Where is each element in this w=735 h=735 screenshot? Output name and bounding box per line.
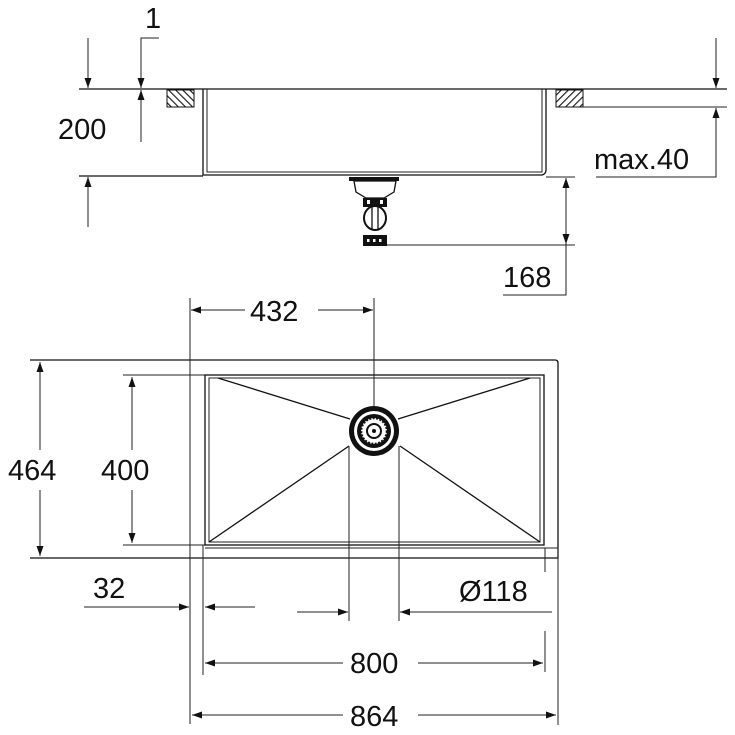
- dim-32-label: 32: [93, 573, 125, 605]
- drain-assembly-icon: [349, 177, 399, 246]
- slope-line-tr: [397, 377, 531, 420]
- top-view: 432 464 400 32 Ø118 800 864: [8, 296, 559, 733]
- slope-line-br: [399, 445, 541, 543]
- dim-max40-arrow-bottom: [596, 108, 720, 178]
- dim-118-label: Ø118: [459, 576, 528, 608]
- dim-168-label: 168: [503, 262, 551, 294]
- dim-800-label: 800: [350, 648, 398, 680]
- dim-432-label: 432: [250, 296, 298, 328]
- side-view: 200 1 max.40 168: [58, 3, 727, 296]
- slope-line-bl: [208, 445, 350, 543]
- sink-bowl-inner-side: [206, 89, 543, 173]
- dim-464-label: 464: [8, 455, 56, 487]
- dim-1-arrow-top: [137, 37, 159, 88]
- dim-400-label: 400: [101, 455, 149, 487]
- dim-200-label: 200: [58, 114, 106, 146]
- dim-864-label: 864: [350, 701, 398, 733]
- dim-max40-label: max.40: [594, 144, 689, 176]
- drain-icon: [349, 406, 399, 456]
- dim-1-label: 1: [145, 3, 161, 35]
- slope-line-tl: [217, 377, 351, 420]
- sink-outer-rim: [30, 359, 559, 559]
- sink-bowl-side: [202, 89, 547, 176]
- countertop-hatch-right: [555, 89, 584, 108]
- countertop-hatch-left: [166, 89, 195, 108]
